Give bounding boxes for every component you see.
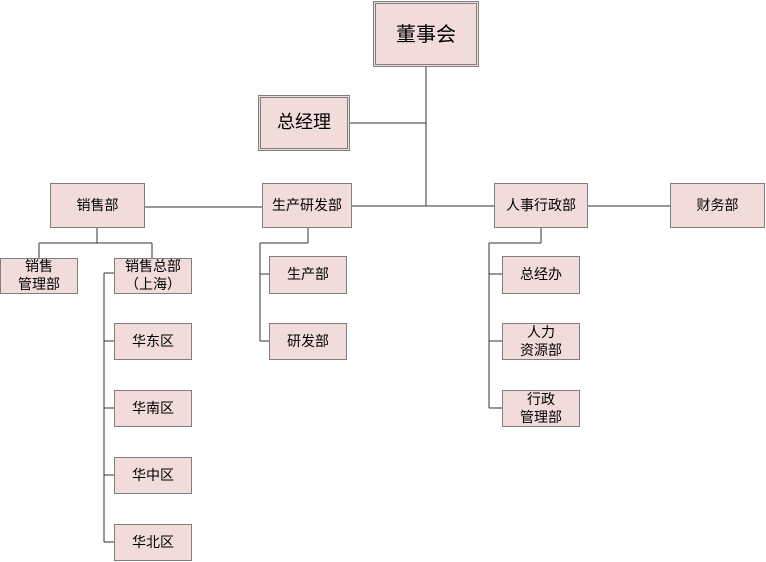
node-rd: 研发部 <box>269 323 347 360</box>
node-east-region: 华东区 <box>114 323 192 360</box>
node-central-region: 华中区 <box>114 457 192 494</box>
node-north-region: 华北区 <box>114 524 192 561</box>
node-human-resources: 人力 资源部 <box>502 323 580 360</box>
node-gm-office: 总经办 <box>502 256 580 294</box>
node-admin-management: 行政 管理部 <box>502 390 580 427</box>
node-south-region: 华南区 <box>114 390 192 427</box>
node-production: 生产部 <box>269 256 347 294</box>
node-board: 董事会 <box>373 1 479 67</box>
node-finance: 财务部 <box>670 183 765 228</box>
node-sales-management: 销售 管理部 <box>0 258 78 294</box>
node-general-manager: 总经理 <box>258 95 350 151</box>
node-production-rd: 生产研发部 <box>262 183 352 228</box>
node-sales-headquarters: 销售总部 （上海） <box>114 258 192 294</box>
node-sales: 销售部 <box>50 183 145 228</box>
node-hr-admin: 人事行政部 <box>494 183 588 228</box>
